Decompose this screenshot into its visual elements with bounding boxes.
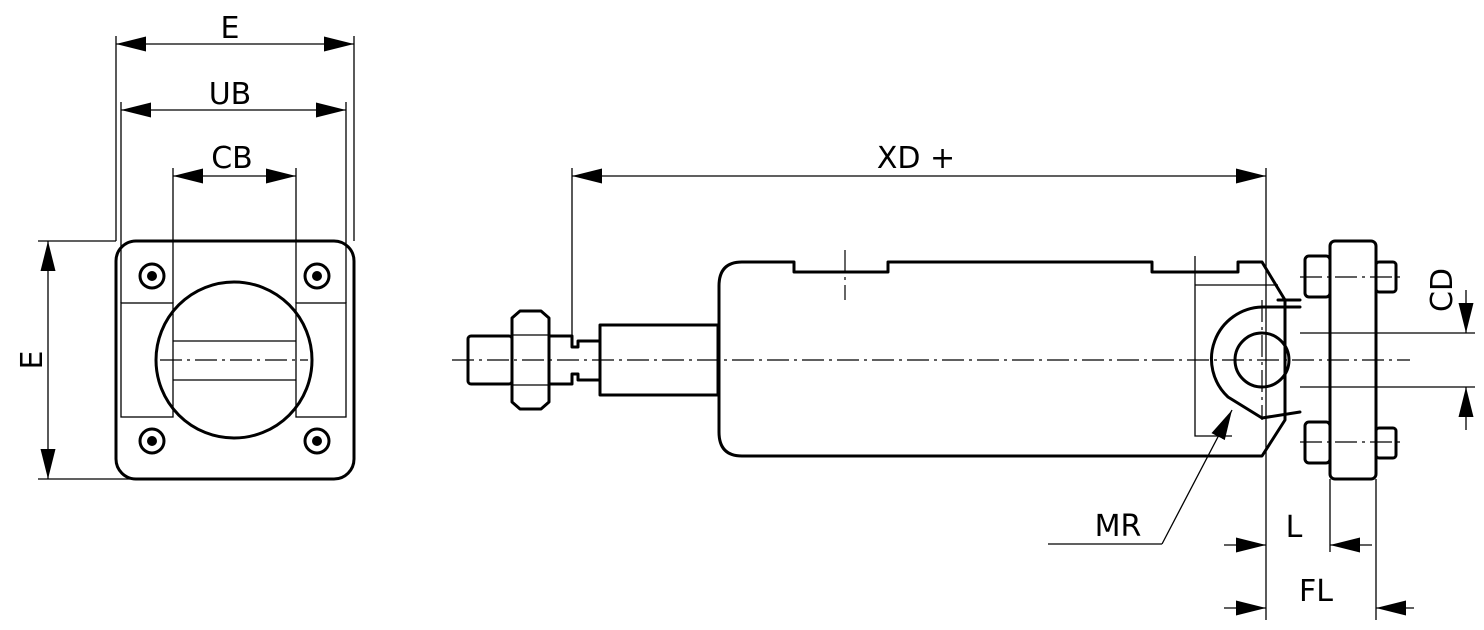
- leader-mr: MR: [1048, 409, 1233, 545]
- central-boss: [154, 280, 314, 440]
- dim-e-left: E: [15, 240, 130, 480]
- dim-cd: CD: [1300, 268, 1475, 430]
- flange-bolt-top: [1300, 254, 1405, 299]
- label-e-top: E: [221, 11, 240, 46]
- bolt-bottom-left: [138, 427, 166, 455]
- dim-e-top: E: [115, 11, 355, 241]
- flange-outline: [114, 239, 356, 481]
- label-cb: CB: [211, 141, 253, 176]
- dim-ub: UB: [120, 77, 347, 303]
- label-ub: UB: [209, 77, 252, 112]
- dim-xd: XD +: [571, 141, 1267, 360]
- mounting-flange: [1328, 239, 1378, 481]
- bolt-bottom-right: [303, 427, 331, 455]
- bolt-top-right: [303, 262, 331, 290]
- front-view: E UB CB E: [15, 11, 356, 481]
- dim-l: L: [1224, 360, 1372, 620]
- label-cd: CD: [1425, 268, 1460, 312]
- clevis-eye: [1210, 305, 1302, 420]
- label-fl: FL: [1299, 574, 1333, 609]
- bolt-top-left: [138, 262, 166, 290]
- label-mr: MR: [1095, 509, 1142, 544]
- right-pad: [295, 302, 347, 418]
- hex-nut: [510, 309, 551, 411]
- label-xd: XD +: [877, 141, 955, 176]
- flange-bolt-bottom: [1300, 420, 1405, 465]
- side-view: XD + CD MR L FL: [452, 141, 1475, 620]
- dim-fl: FL: [1224, 479, 1414, 620]
- cylinder-barrel: [717, 260, 1287, 458]
- label-e-left: E: [15, 351, 50, 370]
- dim-cb: CB: [172, 141, 297, 303]
- label-l: L: [1286, 510, 1303, 545]
